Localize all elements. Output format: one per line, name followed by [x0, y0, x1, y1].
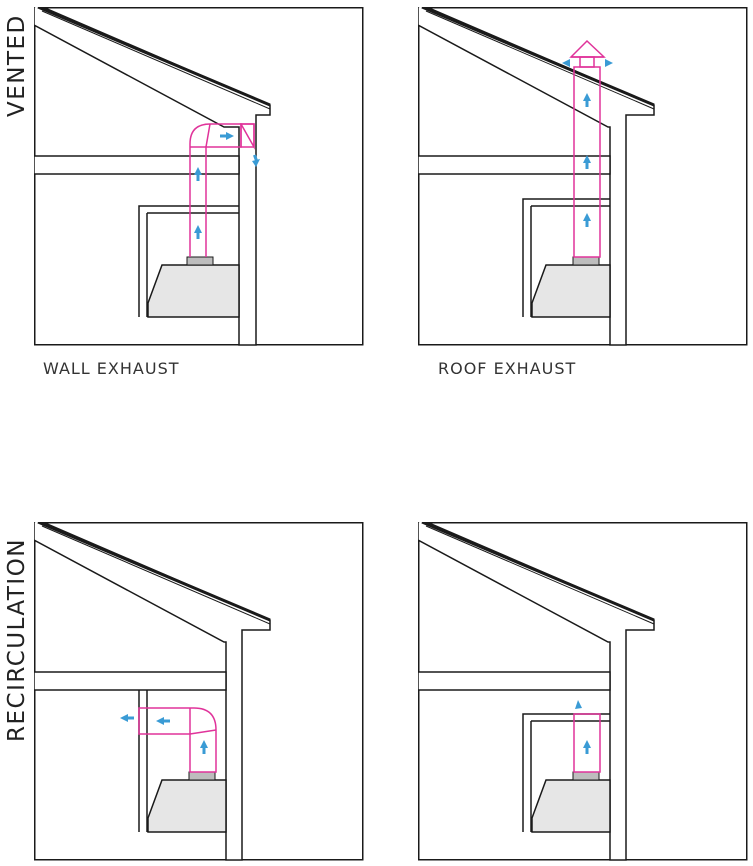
wall-exhaust-diagram — [34, 7, 364, 346]
row-label-vented: VENTED — [4, 14, 30, 117]
roof-duct — [569, 39, 606, 258]
ceiling-beam — [418, 155, 611, 175]
hood-collar — [572, 256, 600, 266]
wall-duct — [189, 123, 255, 257]
hood-collar — [186, 256, 214, 266]
range-hood — [147, 264, 240, 318]
cabinet — [522, 198, 610, 317]
hood-collar — [188, 771, 216, 781]
range-hood — [147, 779, 227, 833]
row-label-recirculation: RECIRCULATION — [4, 537, 30, 742]
range-hood — [531, 779, 611, 833]
airflow-arrow-icon — [562, 59, 613, 227]
ceiling-beam — [34, 671, 227, 691]
recirculation-chimney-diagram — [418, 522, 748, 861]
recirculation-duct-diagram — [34, 522, 364, 861]
ceiling-beam — [34, 155, 240, 175]
recirc-chimney — [573, 713, 601, 773]
ceiling-beam — [418, 671, 611, 691]
recirc-duct — [138, 707, 217, 773]
range-hood — [531, 264, 611, 318]
caption-wall-exhaust: WALL EXHAUST — [43, 359, 180, 378]
airflow-arrow-icon — [575, 700, 591, 754]
airflow-arrow-icon — [120, 714, 208, 754]
caption-roof-exhaust: ROOF EXHAUST — [438, 359, 577, 378]
airflow-arrow-icon — [194, 132, 260, 239]
hood-collar — [572, 771, 600, 781]
roof-exhaust-diagram — [418, 7, 748, 346]
